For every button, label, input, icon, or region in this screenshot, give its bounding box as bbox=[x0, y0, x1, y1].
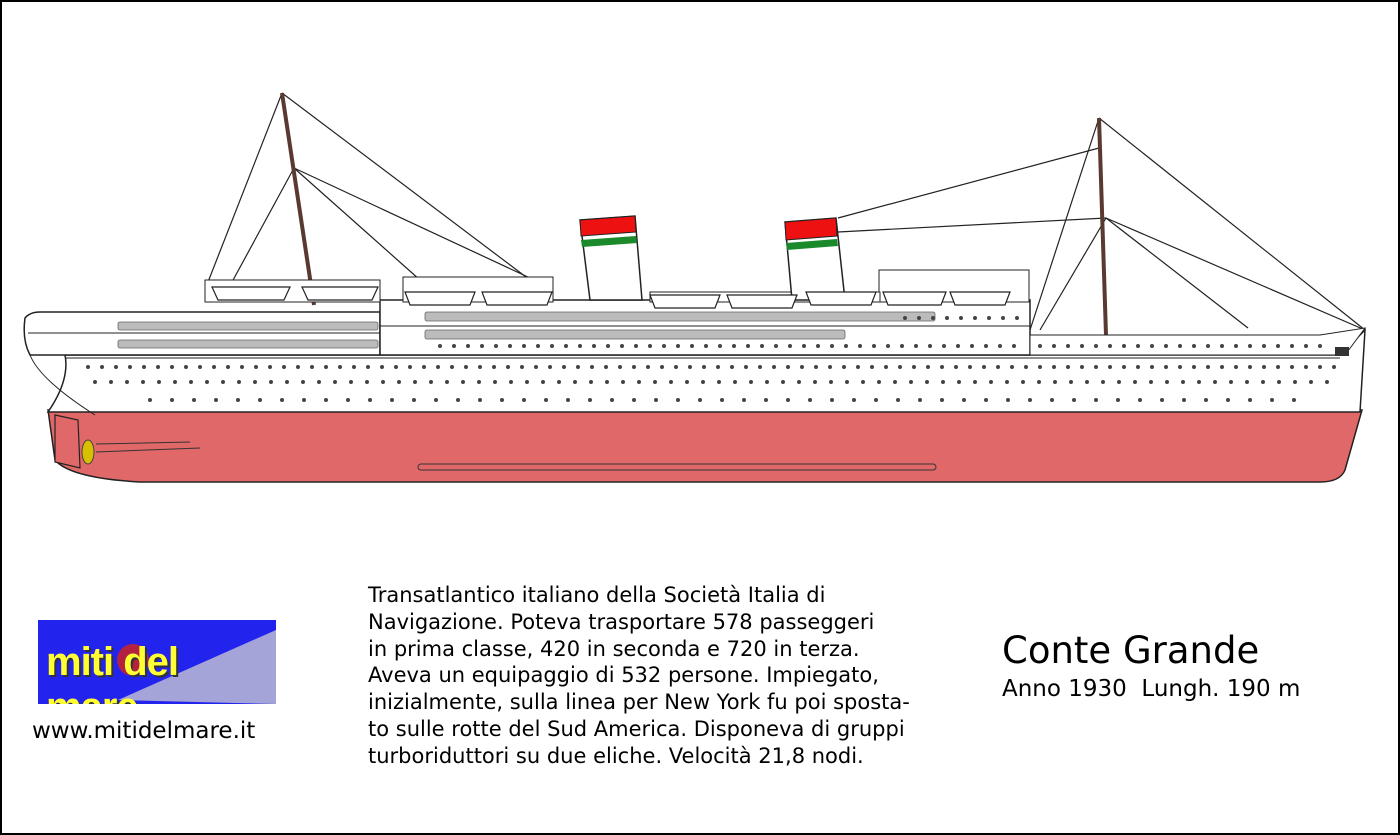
description-line: in prima classe, 420 in seconda e 720 in… bbox=[368, 636, 860, 661]
description-line: turboriduttori su due eliche. Velocità 2… bbox=[368, 743, 864, 768]
portholes bbox=[65, 316, 1340, 402]
funnel-fore bbox=[579, 215, 643, 301]
website-url: www.mitidelmare.it bbox=[32, 718, 256, 744]
aft-mast bbox=[1097, 117, 1108, 336]
fore-mast bbox=[280, 92, 316, 306]
mitidelmare-logo: miti del mare bbox=[38, 620, 276, 704]
description-line: Transatlantico italiano della Società It… bbox=[368, 583, 826, 607]
description-line: Aveva un equipaggio di 532 persone. Impi… bbox=[368, 663, 879, 688]
hull-upper bbox=[46, 328, 1366, 413]
ship-info: Anno 1930 Lungh. 190 m bbox=[1002, 676, 1301, 702]
description-line: to sulle rotte del Sud America. Disponev… bbox=[368, 716, 905, 741]
ship-description: Transatlantico italiano della Società It… bbox=[368, 582, 948, 770]
description-line: Navigazione. Poteva trasportare 578 pass… bbox=[368, 609, 875, 634]
logo-text: miti del mare bbox=[46, 640, 179, 704]
description-line: inizialmente, sulla linea per New York f… bbox=[368, 690, 910, 715]
hull-lower bbox=[47, 409, 1363, 483]
rigging bbox=[207, 92, 1366, 331]
ship-name: Conte Grande bbox=[1002, 629, 1260, 672]
ship-illustration bbox=[23, 92, 1367, 483]
promenade-windows bbox=[117, 311, 936, 349]
funnel-aft bbox=[784, 217, 846, 301]
lifeboats bbox=[211, 286, 1011, 309]
